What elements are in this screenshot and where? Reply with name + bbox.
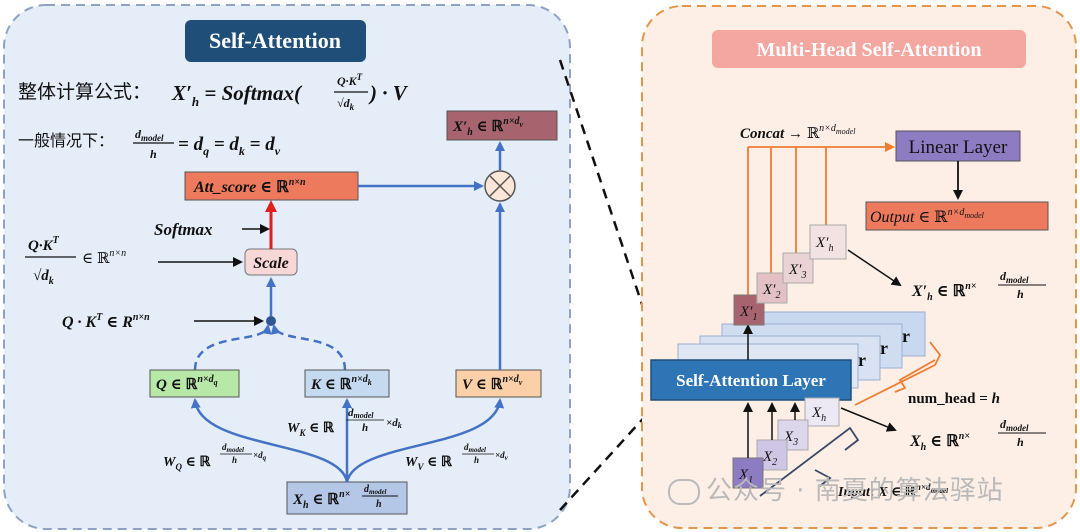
xh-dim-den: h <box>1017 435 1024 449</box>
watermark: 公众号 · 南夏的算法驿站 <box>668 470 1004 507</box>
k-box <box>304 369 390 398</box>
curve-xh-to-q <box>190 398 349 483</box>
wq-label: WQ ∈ ℝ <box>163 455 211 472</box>
att-score-label: Att_score ∈ ℝn×n <box>193 177 306 196</box>
input-bracket <box>759 426 860 497</box>
wv-label: WV ∈ ℝ <box>405 455 453 472</box>
multi-head-title-box <box>712 30 1026 68</box>
self-attention-title: Self-Attention <box>209 28 341 53</box>
sa-layer-stack-4-stub: r <box>902 326 910 346</box>
v-box <box>455 369 542 398</box>
att-score-box <box>184 171 359 201</box>
curve-xh-to-v <box>345 398 505 483</box>
xh-input-frac-den: h <box>376 499 382 510</box>
scaled-qk-den: √dk <box>33 268 54 287</box>
wk-exp-den: h <box>362 422 368 434</box>
general-prefix: 一般情况下： <box>18 131 114 150</box>
formula-prefix: 整体计算公式： <box>18 81 151 103</box>
dashed-k-to-node <box>270 324 347 371</box>
num-head-bracket <box>854 341 942 406</box>
xhp-dim-den: h <box>1017 287 1024 301</box>
general-frac-den: h <box>150 147 157 161</box>
qk-label: Q · KT ∈ Rn×n <box>62 312 150 331</box>
num-head-brace <box>894 359 936 393</box>
linear-layer-box <box>895 130 1021 162</box>
scale-label: Scale <box>253 255 289 272</box>
wk-label: WK ∈ ℝ <box>287 421 335 438</box>
sa-layer-stack-2-stub: r <box>858 350 866 370</box>
qk-node <box>266 316 276 326</box>
wk-exp-tail: ×dk <box>386 417 402 430</box>
multi-head-panel <box>641 5 1077 529</box>
x2p-box <box>756 272 788 304</box>
formula-tail: ) · V <box>368 81 409 105</box>
sa-layer-label: Self-Attention Layer <box>676 371 826 390</box>
output-xh-box <box>446 110 558 141</box>
xh-input-box <box>286 481 408 515</box>
formula-frac-num: Q·KT <box>337 72 363 88</box>
sa-layer-stack-3-stub: r <box>880 338 888 358</box>
arrow-to-xh-dim <box>840 407 897 432</box>
x3p-box <box>782 252 814 284</box>
output-box <box>865 201 1049 231</box>
xhp-box <box>809 224 847 260</box>
arrow-to-xhp-dim <box>847 249 902 287</box>
wechat-icon <box>668 478 700 505</box>
sa-layer-front <box>650 359 852 401</box>
multiply-x2 <box>489 175 511 197</box>
watermark-text: 公众号 · 南夏的算法驿站 <box>706 476 1004 506</box>
linear-layer-label: Linear Layer <box>909 137 1008 158</box>
input-brace <box>814 469 832 487</box>
wv-exp-den: h <box>474 455 479 465</box>
self-attention-title-box <box>185 20 366 62</box>
softmax-label: Softmax <box>154 220 213 239</box>
scaled-qk-num: Q·KT <box>28 235 60 254</box>
wq-exp-den: h <box>232 455 237 465</box>
formula-main: X′h = Softmax( <box>171 81 303 109</box>
xh-head-box <box>804 397 840 427</box>
x1-box <box>732 457 764 489</box>
wk-exp: dmodel <box>348 407 374 420</box>
q-box <box>149 369 240 398</box>
general-eq: = dq = dk = dv <box>178 134 281 158</box>
multi-head-title: Multi-Head Self-Attention <box>757 39 982 61</box>
num-head-label: num_head = h <box>908 391 1000 407</box>
